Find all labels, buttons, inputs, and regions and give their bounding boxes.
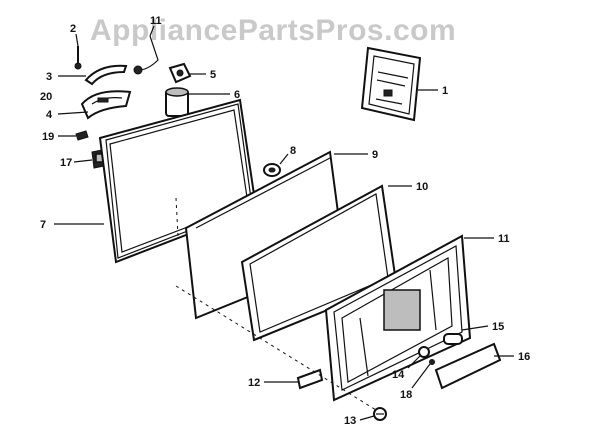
callout-16: 16 <box>518 351 530 363</box>
callout-9: 9 <box>372 149 378 161</box>
part-1-instruction-card[interactable] <box>360 46 422 122</box>
callout-4: 4 <box>46 109 53 121</box>
part-wire-clip[interactable] <box>133 35 159 75</box>
part-18-screw[interactable] <box>429 359 435 365</box>
callouts: 1 2 3 4 5 6 7 8 9 10 11 12 13 14 15 16 1 <box>40 15 530 427</box>
assembly-line <box>175 285 377 411</box>
callout-13: 13 <box>344 415 356 427</box>
part-19-clip[interactable] <box>75 130 89 141</box>
callout-3: 3 <box>46 71 52 83</box>
callout-2: 2 <box>70 23 76 35</box>
callout-14: 14 <box>392 369 405 381</box>
part-3-handle-strip[interactable] <box>84 64 128 86</box>
callout-15: 15 <box>492 321 504 333</box>
part-13-screw[interactable] <box>373 407 387 421</box>
part-16-strip[interactable] <box>434 342 502 390</box>
callout-8: 8 <box>290 145 296 157</box>
part-15-roller[interactable] <box>443 333 463 345</box>
callout-11-top: 11 <box>150 15 162 27</box>
callout-18: 18 <box>400 389 412 401</box>
callout-12: 12 <box>248 377 260 389</box>
part-12-latch[interactable] <box>296 368 324 390</box>
callout-19: 19 <box>42 131 54 143</box>
part-5-knob[interactable] <box>168 62 192 84</box>
callout-17: 17 <box>60 157 72 169</box>
callout-5: 5 <box>210 69 216 81</box>
callout-20: 20 <box>40 91 52 103</box>
part-14-clip[interactable] <box>418 346 430 358</box>
callout-1: 1 <box>442 85 448 97</box>
callout-10: 10 <box>416 181 428 193</box>
part-11-inner-liner[interactable] <box>324 234 472 402</box>
part-2-screw[interactable] <box>74 46 82 70</box>
watermark-text: AppliancePartsPros.com <box>90 14 457 47</box>
part-8-bumper[interactable] <box>263 163 281 177</box>
callout-7: 7 <box>40 219 46 231</box>
callout-11: 11 <box>498 233 510 245</box>
callout-6: 6 <box>234 89 240 101</box>
part-4-handle[interactable] <box>80 90 132 120</box>
